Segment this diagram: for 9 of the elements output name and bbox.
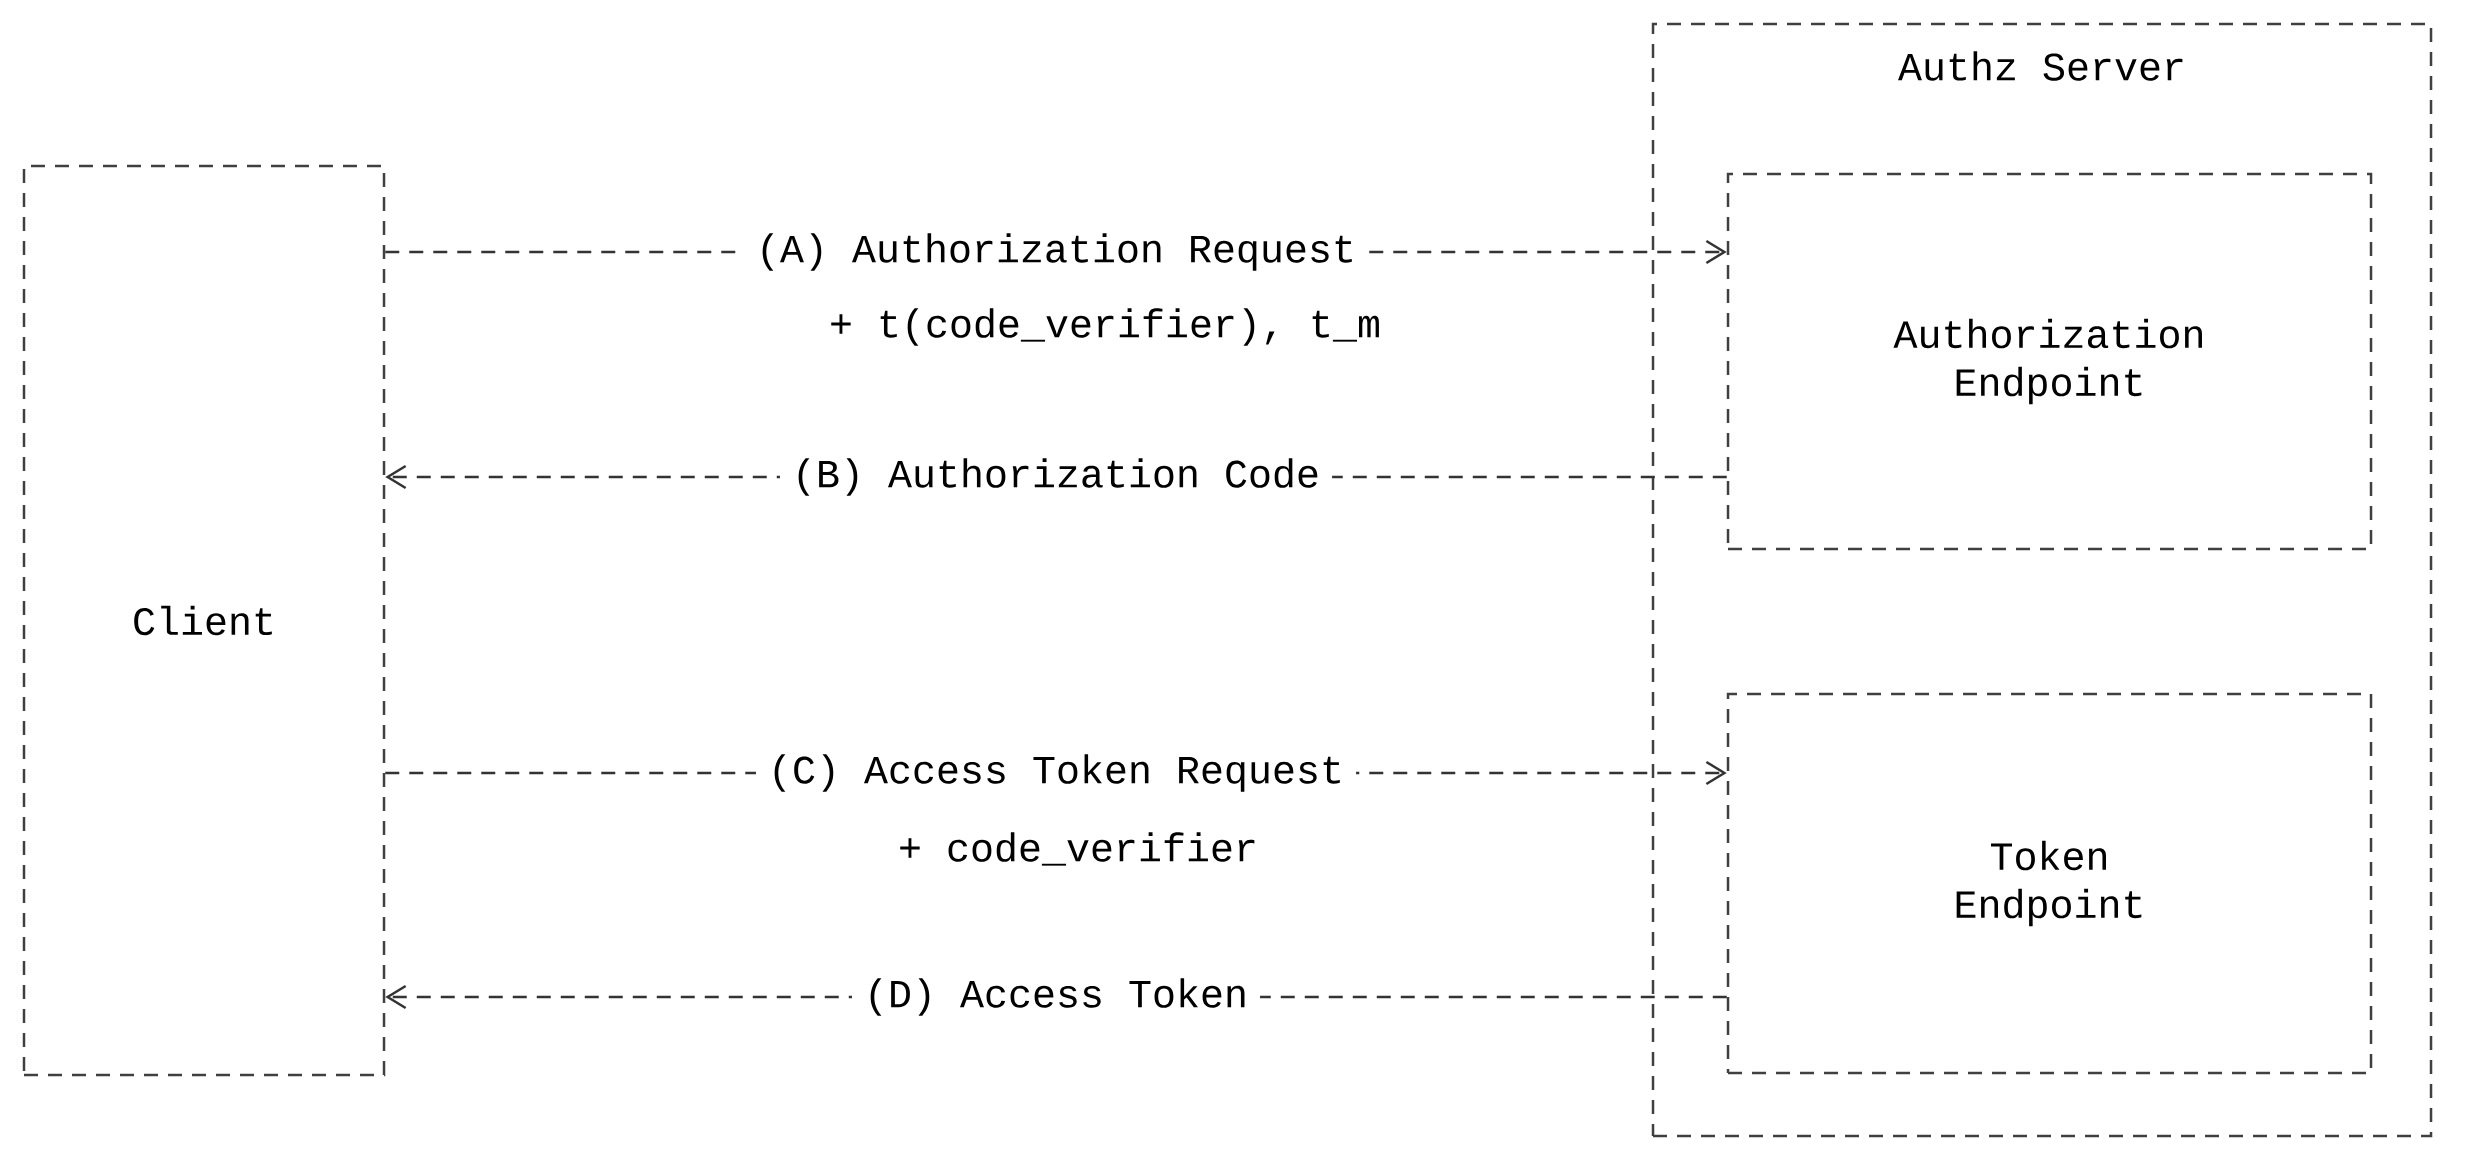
edge-label: (D) Access Token [870, 978, 1245, 1016]
edge-label: (A) Authorization Request [762, 233, 1352, 271]
endpoint-box: Authorization Endpoint [1726, 172, 2373, 551]
edge-label: (C) Access Token Request [774, 754, 1340, 792]
client-box: Client [22, 164, 386, 1077]
endpoint-box: Token Endpoint [1726, 692, 2373, 1075]
note-text: + code_verifier [900, 832, 1255, 866]
note-text: + t(code_verifier), t_m [831, 308, 1379, 346]
edge-label: (B) Authorization Code [798, 458, 1318, 496]
